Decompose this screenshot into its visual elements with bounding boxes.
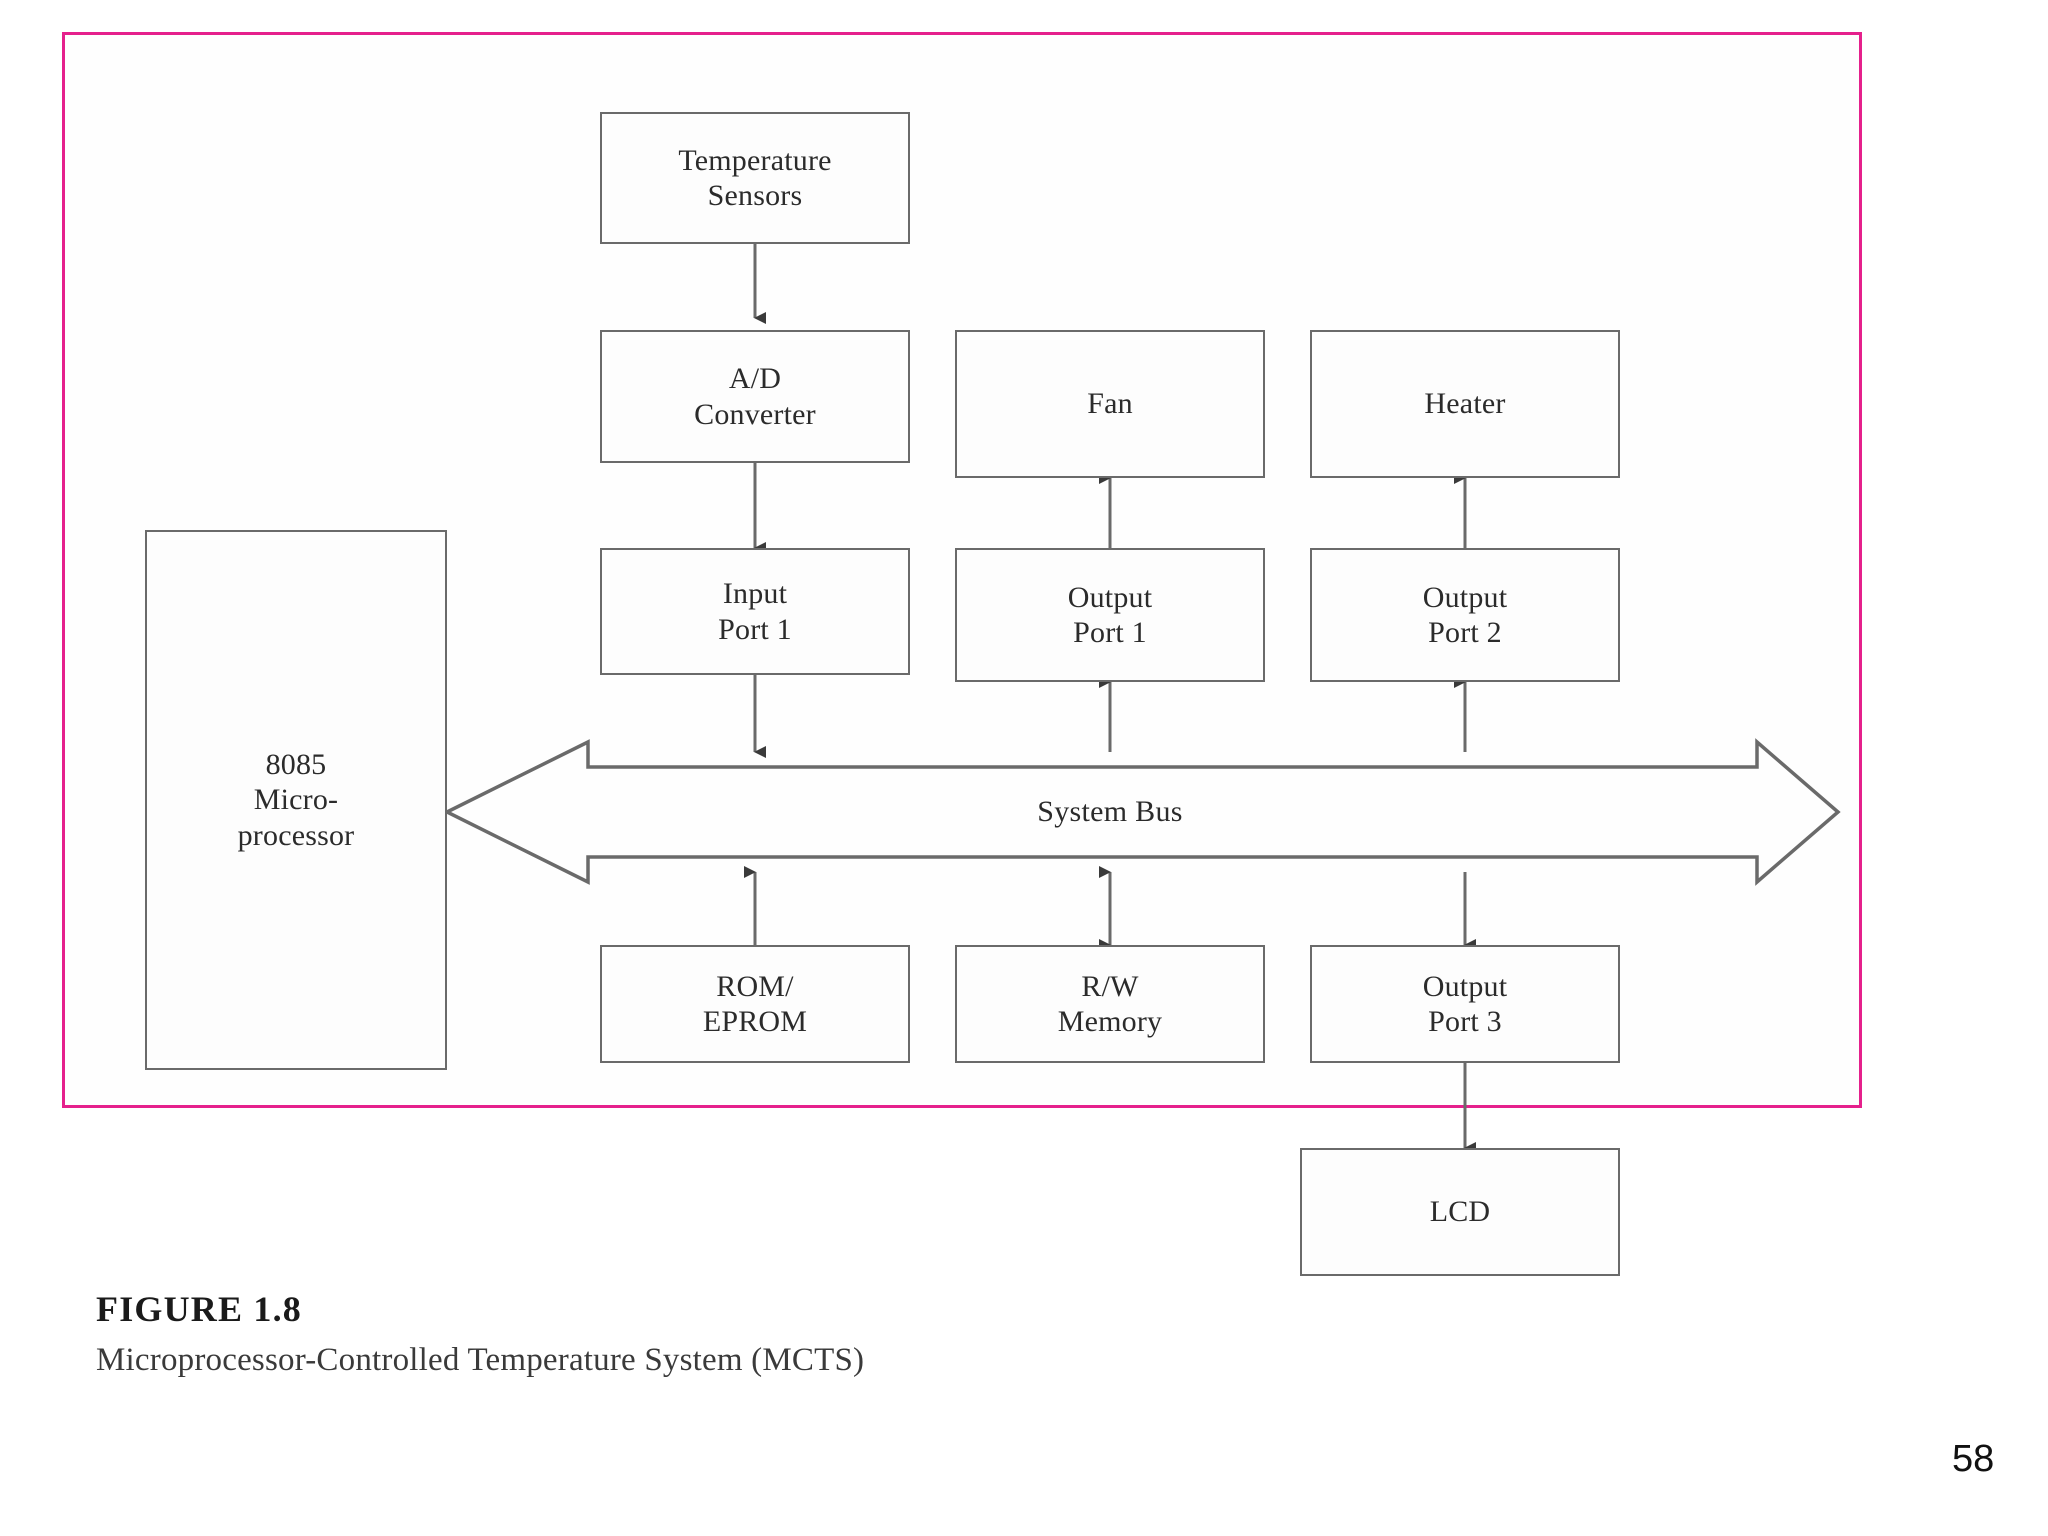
node-label-line2: Sensors xyxy=(707,179,803,212)
node-label-line2: Port 2 xyxy=(1428,616,1502,649)
node-label-line2: Port 1 xyxy=(1073,616,1147,649)
node-label-line1: A/D xyxy=(728,362,782,396)
node-label-line1: Fan xyxy=(1087,387,1133,421)
node-label-line1: ROM/ xyxy=(716,969,794,1003)
node-label-line2: EPROM xyxy=(702,1005,808,1038)
node-label-line2: Port 3 xyxy=(1428,1005,1502,1038)
node-output-port-2: Output Port 2 xyxy=(1310,548,1620,682)
node-output-port-1: Output Port 1 xyxy=(955,548,1265,682)
node-label-line2: Micro- xyxy=(253,783,339,817)
figure-caption-title: FIGURE 1.8 xyxy=(96,1289,303,1329)
node-label-line1: Output xyxy=(1422,580,1508,614)
system-bus-label: System Bus xyxy=(1037,795,1183,828)
node-label-line2: Converter xyxy=(694,397,816,431)
node-label-line2: Memory xyxy=(1057,1005,1163,1038)
node-microprocessor-8085: 8085 Micro- processor xyxy=(145,530,447,1070)
node-heater: Heater xyxy=(1310,330,1620,478)
node-label-line1: Input xyxy=(722,577,788,611)
node-label-line3: processor xyxy=(237,818,355,852)
node-label-line1: Temperature xyxy=(678,143,832,177)
node-rom-eprom: ROM/ EPROM xyxy=(600,945,910,1063)
node-lcd: LCD xyxy=(1300,1148,1620,1276)
node-ad-converter: A/D Converter xyxy=(600,330,910,463)
node-label-line1: Output xyxy=(1067,580,1153,614)
node-label-line1: R/W xyxy=(1081,969,1139,1003)
page-number: 58 xyxy=(1952,1438,1995,1480)
node-temperature-sensors: Temperature Sensors xyxy=(600,112,910,244)
figure-caption-subtitle: Microprocessor-Controlled Temperature Sy… xyxy=(96,1342,865,1378)
node-label-line1: Output xyxy=(1422,969,1508,1003)
node-output-port-3: Output Port 3 xyxy=(1310,945,1620,1063)
node-label-line2: Port 1 xyxy=(718,612,792,646)
node-rw-memory: R/W Memory xyxy=(955,945,1265,1063)
node-input-port-1: Input Port 1 xyxy=(600,548,910,675)
node-label-line1: Heater xyxy=(1424,387,1506,421)
node-label-line1: LCD xyxy=(1429,1195,1491,1229)
node-label-line1: 8085 xyxy=(265,747,327,781)
node-fan: Fan xyxy=(955,330,1265,478)
